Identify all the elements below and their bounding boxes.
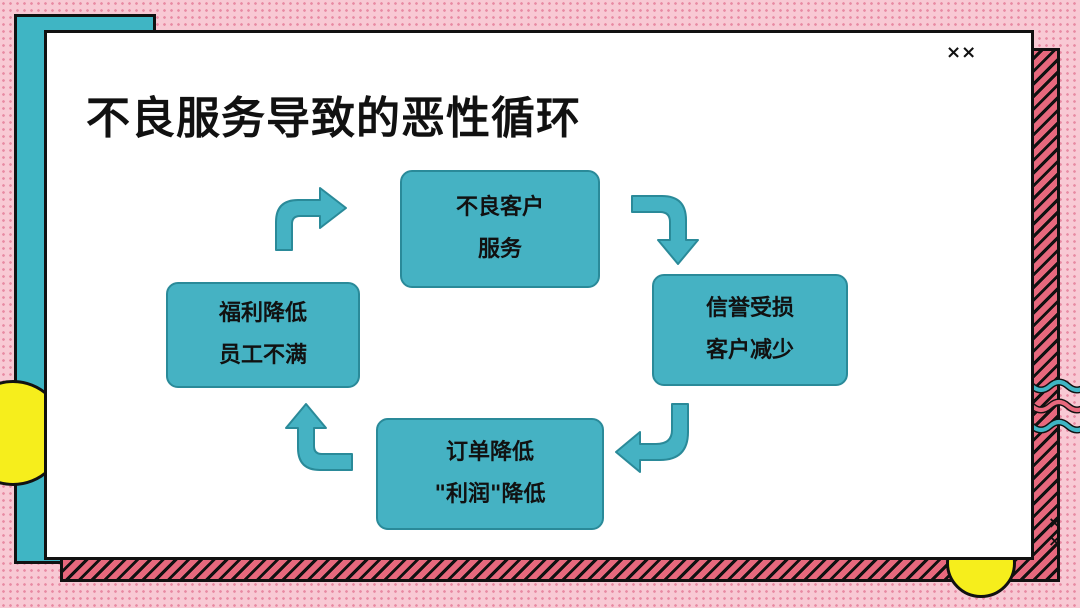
node-line-1: 福利降低 — [219, 293, 307, 335]
node-line-1: 信誉受损 — [706, 288, 794, 330]
node-line-1: 不良客户 — [456, 187, 544, 229]
slide-title: 不良服务导致的恶性循环 — [86, 82, 581, 146]
cycle-node-reputation-damage: 信誉受损 客户减少 — [652, 274, 848, 386]
node-line-2: "利润"降低 — [435, 474, 546, 516]
cycle-node-welfare-drop: 福利降低 员工不满 — [166, 282, 360, 388]
node-line-2: 服务 — [478, 229, 522, 271]
decor-x-marks: ×× — [946, 42, 976, 63]
cycle-node-orders-drop: 订单降低 "利润"降低 — [376, 418, 604, 530]
node-line-2: 客户减少 — [706, 330, 794, 372]
node-line-2: 员工不满 — [219, 335, 307, 377]
decor-x-marks-right: ×× — [1048, 514, 1061, 550]
node-line-1: 订单降低 — [446, 432, 534, 474]
cycle-node-bad-service: 不良客户 服务 — [400, 170, 600, 288]
